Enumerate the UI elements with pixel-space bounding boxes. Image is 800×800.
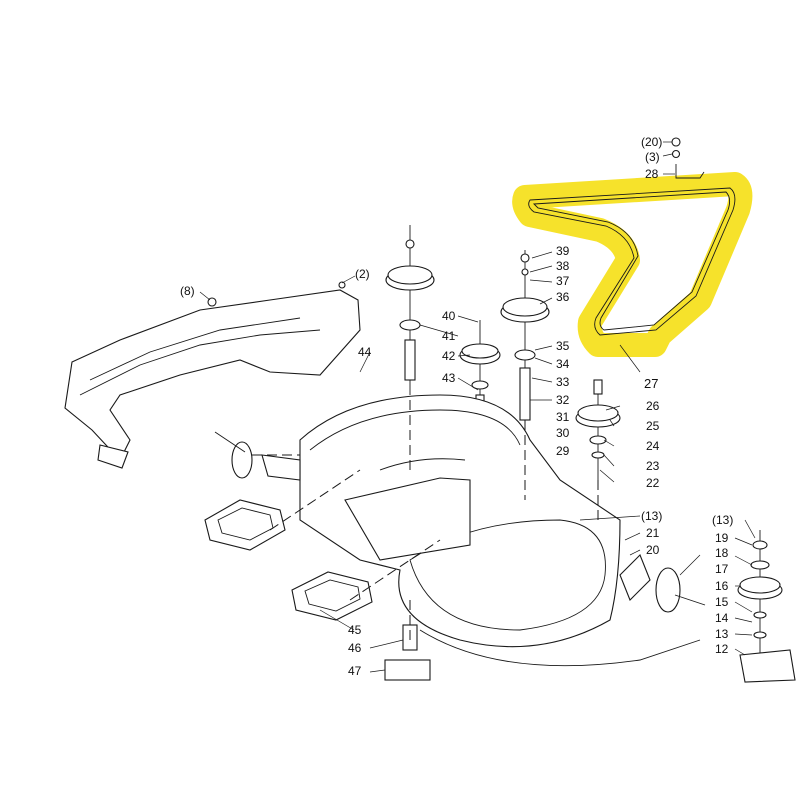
callout-44: 44 (358, 345, 372, 359)
callout-14: 14 (715, 611, 729, 625)
callout-26: 26 (646, 399, 660, 413)
assembly-guide-lines (252, 400, 599, 640)
callout-16: 16 (715, 579, 729, 593)
callout-2: (2) (355, 267, 370, 281)
belt-highlight (512, 172, 753, 357)
gasket-upper (204, 499, 286, 551)
callout-36: 36 (556, 290, 570, 304)
callout-13-deck: (13) (641, 509, 662, 523)
deck-wheel-right (655, 567, 706, 613)
callout-33: 33 (556, 375, 570, 389)
callout-19: 19 (715, 531, 729, 545)
callout-40: 40 (442, 309, 456, 323)
callout-13-lower: 13 (715, 627, 729, 641)
gasket-lower (291, 571, 373, 621)
v-belt (528, 187, 736, 336)
callout-38: 38 (556, 259, 570, 273)
callout-15: 15 (715, 595, 729, 609)
callout-20-deck: 20 (646, 543, 660, 557)
callout-42: 42 (442, 349, 456, 363)
callout-43: 43 (442, 371, 456, 385)
callout-31: 31 (556, 410, 570, 424)
callout-27: 27 (644, 376, 658, 391)
deck-lift-arm-frame (64, 281, 361, 469)
callout-37: 37 (556, 274, 570, 288)
belt-guide-hardware (671, 137, 705, 179)
callout-8: (8) (180, 284, 195, 298)
callout-3: (3) (645, 150, 660, 164)
callout-34: 34 (556, 357, 570, 371)
callout-22: 22 (646, 476, 660, 490)
callout-28: 28 (645, 167, 659, 181)
callout-leaders (199, 141, 756, 673)
callout-32: 32 (556, 393, 570, 407)
callout-13-right: (13) (712, 513, 733, 527)
callout-29: 29 (556, 444, 570, 458)
callout-45: 45 (348, 623, 362, 637)
callout-17: 17 (715, 562, 729, 576)
callout-12: 12 (715, 642, 729, 656)
callout-labels: (20) (3) 28 27 39 38 37 36 35 34 33 32 3… (180, 135, 733, 678)
spindle-housing (384, 624, 431, 681)
callout-18-on-page: 18 (715, 546, 729, 560)
callout-20: (20) (641, 135, 662, 149)
idler-pulley-16 (737, 530, 796, 683)
callout-46: 46 (348, 641, 362, 655)
spindle-pulley-right (500, 250, 550, 470)
callout-35: 35 (556, 339, 570, 353)
callout-30: 30 (556, 426, 570, 440)
idler-pulley-left (385, 225, 435, 395)
callout-47: 47 (348, 664, 362, 678)
callout-23: 23 (646, 459, 660, 473)
callout-41: 41 (442, 329, 456, 343)
deck-wheel-left (214, 431, 253, 479)
mower-deck (261, 394, 701, 667)
callout-39: 39 (556, 244, 570, 258)
callout-24: 24 (646, 439, 660, 453)
idler-pulley-26 (575, 379, 621, 485)
callout-21: 21 (646, 526, 660, 540)
callout-25: 25 (646, 419, 660, 433)
